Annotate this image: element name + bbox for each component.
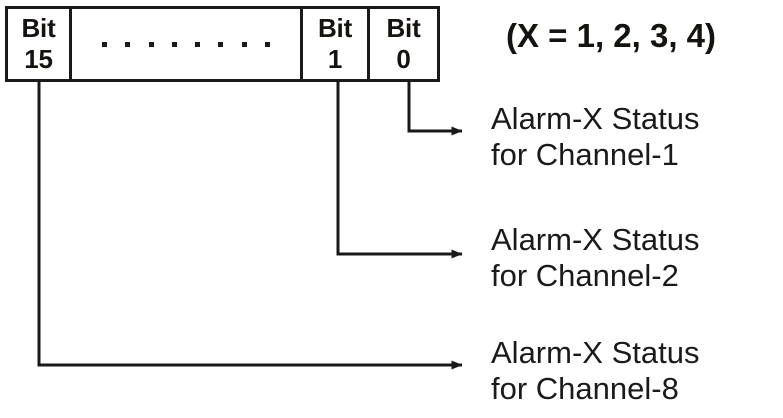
bit-cell-15-word: Bit xyxy=(21,13,56,43)
ellipsis-dot-icon xyxy=(125,41,131,47)
bit-cell-1-word: Bit xyxy=(317,13,353,43)
ellipsis-dot-icon xyxy=(148,41,154,47)
ellipsis-dot-icon xyxy=(102,41,108,47)
bit-cell-1: Bit 1 xyxy=(303,9,370,79)
bit-cell-ellipsis xyxy=(72,9,303,79)
bit-cell-15-number: 15 xyxy=(24,44,53,74)
bit-cell-0-number: 0 xyxy=(396,44,411,74)
callout-label-channel-2-line1: Alarm-X Status xyxy=(491,222,700,257)
ellipsis-dot-icon xyxy=(195,41,201,47)
bit-cell-15: Bit 15 xyxy=(8,9,72,79)
callout-arrow-bit1 xyxy=(336,82,463,259)
callout-label-channel-8-line1: Alarm-X Status xyxy=(491,335,700,370)
x-range-note: (X = 1, 2, 3, 4) xyxy=(506,17,717,54)
ellipsis-dot-icon xyxy=(171,41,177,47)
callout-label-channel-8: Alarm-X Status for Channel-8 xyxy=(491,335,699,407)
ellipsis-dot-icon xyxy=(218,41,224,47)
callout-label-channel-2-line2: for Channel-2 xyxy=(491,258,679,293)
callout-arrow-bit0 xyxy=(407,82,463,136)
register-bit-field-table: Bit 15 Bit 1 Bit 0 xyxy=(5,6,440,82)
callout-label-channel-1: Alarm-X Status for Channel-1 xyxy=(491,101,699,173)
bit-cell-0: Bit 0 xyxy=(370,9,437,79)
callout-label-channel-2: Alarm-X Status for Channel-2 xyxy=(491,222,699,294)
ellipsis-dot-icon xyxy=(241,41,247,47)
bit-cell-0-word: Bit xyxy=(386,13,421,43)
callout-label-channel-1-line1: Alarm-X Status xyxy=(491,101,700,136)
callout-label-channel-1-line2: for Channel-1 xyxy=(491,137,679,172)
callout-label-channel-8-line2: for Channel-8 xyxy=(491,371,679,406)
bit-cell-1-number: 1 xyxy=(327,44,343,74)
callout-arrow-bit15 xyxy=(37,82,463,370)
ellipsis-dot-icon xyxy=(264,41,270,47)
